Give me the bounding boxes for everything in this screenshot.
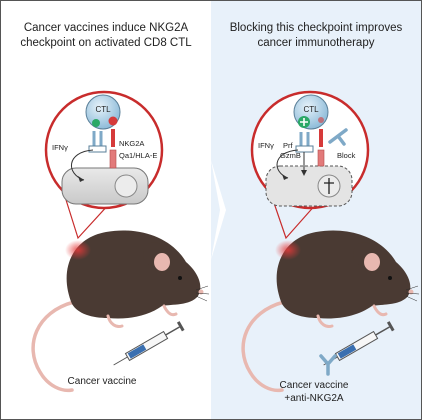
left-tumor-spot — [65, 240, 91, 260]
right-mouse-front-paw — [372, 304, 388, 317]
left-mouse-hind-paw — [106, 314, 124, 328]
right-mouse-whiskers — [405, 285, 420, 302]
right-title-line2: cancer immunotherapy — [258, 37, 375, 49]
left-zoom-circle: CTL IFNγ NKG2A Qa1/HLA-E — [44, 90, 164, 210]
prf-label: Prf — [283, 141, 294, 150]
left-nkg2a-label: NKG2A — [119, 139, 144, 148]
right-mouse-eye — [388, 276, 392, 280]
left-inhibitory-signal — [108, 116, 118, 126]
right-mouse-hind-paw — [316, 314, 334, 328]
right-mouse-tail — [241, 300, 286, 393]
right-caption-line1: Cancer vaccine — [280, 380, 349, 391]
left-mouse-eye — [178, 276, 182, 280]
left-caption: Cancer vaccine — [68, 376, 137, 387]
left-nkg2a-receptor — [111, 129, 115, 147]
left-tumor-nucleus — [114, 174, 138, 198]
blocking-antibody — [328, 128, 348, 146]
right-caption-line2: +anti-NKG2A — [284, 393, 344, 404]
left-activating-signal — [92, 119, 100, 127]
right-ctl-label: CTL — [303, 105, 319, 114]
cell-death-cross — [324, 178, 334, 194]
left-qa1-ligand — [109, 149, 117, 169]
right-mouse — [241, 230, 420, 393]
left-mouse-front-paw — [162, 304, 178, 317]
left-ifng-label: IFNγ — [52, 143, 68, 152]
left-ligand-label: Qa1/HLA-E — [119, 151, 157, 160]
right-title-line1: Blocking this checkpoint improves — [230, 22, 403, 34]
right-mouse-ear — [362, 251, 382, 273]
left-panel-bg — [1, 1, 211, 419]
anti-nkg2a-antibody-icon — [319, 354, 337, 376]
right-tcr — [299, 132, 310, 146]
left-title-line2: checkpoint on activated CD8 CTL — [20, 37, 192, 49]
right-ifng-label: IFNγ — [258, 141, 274, 150]
right-nkg2a-receptor — [319, 129, 323, 147]
left-mouse-ear — [152, 251, 172, 273]
transition-arrow — [211, 160, 226, 260]
right-qa1-ligand — [317, 149, 325, 167]
left-mouse-whiskers — [195, 285, 210, 302]
right-panel-bg — [211, 1, 421, 419]
right-inhibitory-signal — [318, 117, 324, 123]
left-mouse-tail — [31, 300, 76, 393]
left-title-line1: Cancer vaccines induce NKG2A — [24, 22, 189, 34]
left-mouse — [31, 230, 210, 393]
left-vaccine-syringe — [113, 321, 185, 366]
right-zoom-circle: CTL Block IFNγ Prf GzmB — [250, 90, 370, 210]
gzmb-label: GzmB — [280, 151, 301, 160]
left-ctl-label: CTL — [95, 105, 111, 114]
left-tcr — [92, 131, 103, 146]
right-tumor-spot — [275, 240, 301, 260]
block-label: Block — [337, 151, 356, 160]
